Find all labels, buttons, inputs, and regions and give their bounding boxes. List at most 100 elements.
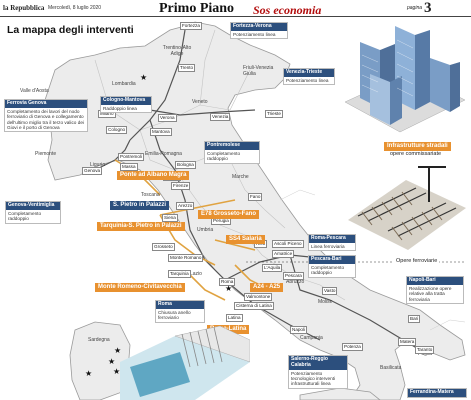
region-trentino: Trentino-Alto Adige <box>162 45 192 57</box>
box-title: Venezia-Trieste <box>284 69 334 77</box>
box-body: Chiusura anello ferroviario <box>158 309 191 321</box>
box-body: Completamento raddoppio <box>207 150 241 162</box>
box-title: Roma-Pescara <box>309 235 355 243</box>
box-roma-pescara: Roma-Pescara Linea ferroviaria <box>308 234 356 252</box>
railway-illustration <box>348 166 466 250</box>
star-icon: ★ <box>108 357 116 366</box>
box-title: Fortezza-Verona <box>231 23 287 31</box>
city-amatrice: Amatrice <box>272 250 295 258</box>
route-tarquinia-sp: Tarquinia-S. Pietro in Palazzi <box>97 222 185 231</box>
region-umbria: Umbria <box>197 227 214 233</box>
city-pescara: Pescara <box>283 272 304 280</box>
city-pontremoli: Pontremoli <box>118 153 144 161</box>
box-salerno-reggio: Salerno-Reggio Calabria Potenziamento te… <box>288 355 348 389</box>
box-body: Linea ferroviaria <box>311 243 345 249</box>
region-veneto: Veneto <box>192 99 208 105</box>
brand-logo: la Repubblica <box>3 4 45 12</box>
route-s-pietro: S. Pietro in Palazzi <box>110 201 170 210</box>
region-marche: Marche <box>232 174 249 180</box>
region-puglia: Puglia <box>418 351 432 357</box>
subsection-title: Sos economia <box>253 3 322 17</box>
city-taranto: Taranto <box>415 346 435 354</box>
box-ferrovia-genova: Ferrovia Genova Completamento dei lavori… <box>4 99 88 133</box>
route-roma-latina: Roma-Latina <box>207 325 250 334</box>
box-roma: Roma Chiusura anello ferroviario <box>155 300 205 323</box>
city-arezzo: Arezzo <box>176 202 195 210</box>
city-matera: Matera <box>398 338 417 346</box>
box-ferrandina: Ferrandina-Matera <box>407 388 467 398</box>
city-verona: Verona <box>158 114 177 122</box>
city-cisterna: Cisterna di Latina <box>234 302 274 310</box>
box-title: Roma <box>156 301 204 309</box>
coast-detail <box>279 189 466 331</box>
legend-opere-ferroviarie: Opere ferroviarie <box>394 258 440 265</box>
box-venezia-trieste: Venezia-Trieste Potenziamento linea <box>283 68 335 86</box>
star-icon: ★ <box>113 367 121 376</box>
city-fano: Fano <box>248 193 263 201</box>
box-title: Salerno-Reggio Calabria <box>289 356 347 370</box>
city-tarquinia: Tarquinia <box>168 270 191 278</box>
box-title: Genova-Ventimiglia <box>6 202 60 210</box>
city-genova: Genova <box>82 167 103 175</box>
box-title: Ferrandina-Matera <box>408 389 466 397</box>
section-title: Primo Piano <box>159 1 235 16</box>
city-fortezza: Fortezza <box>180 22 202 30</box>
region-lazio: Lazio <box>190 271 202 277</box>
city-firenze: Firenze <box>171 182 191 190</box>
box-title: Napoli-Bari <box>407 277 463 285</box>
region-campania: Campania <box>300 335 323 341</box>
region-emilia: Emilia-Romagna <box>145 151 182 157</box>
route-ponte-albano: Ponte ad Albano Magra <box>117 171 190 180</box>
sicilia-shape <box>299 387 381 400</box>
region-molise: Molise <box>318 299 333 305</box>
box-body: Completamento dei lavori del nodo ferrov… <box>7 108 84 130</box>
city-laquila: L'Aquila <box>262 264 283 272</box>
city-vasto: Vasto <box>322 287 338 295</box>
city-napoli: Napoli <box>290 326 308 334</box>
city-trento: Trento <box>178 64 196 72</box>
route-ss4: SS4 Salaria <box>226 235 265 244</box>
box-title: Pontremolese <box>205 142 259 150</box>
box-napoli-bari: Napoli-Bari Realizzazione opere relative… <box>406 276 464 304</box>
masthead-date: Mercoledì, 8 luglio 2020 <box>48 5 102 11</box>
box-body: Potenziamento linea <box>233 31 276 37</box>
page-number: 3 <box>424 0 432 16</box>
city-venezia: Venezia <box>210 113 231 121</box>
route-a24: A24 - A25 <box>250 283 284 292</box>
city-massa: Massa <box>120 163 138 171</box>
region-valle: Valle d'Aosta <box>20 88 49 94</box>
star-icon: ★ <box>225 284 233 293</box>
box-body: Potenziamento linea <box>286 77 329 83</box>
box-genova-ventimiglia: Genova-Ventimiglia Completamento raddopp… <box>5 201 61 224</box>
route-monte-civita: Monte Romeno-Civitavecchia <box>95 283 185 292</box>
buildings-illustration <box>344 26 466 133</box>
city-mantova: Mantova <box>150 128 172 136</box>
page-word: pagina <box>407 5 423 11</box>
route-e78: E78 Grosseto-Fano <box>198 210 260 219</box>
masthead: la Repubblica Mercoledì, 8 luglio 2020 P… <box>0 0 471 17</box>
city-ascoli: Ascoli Piceno <box>272 240 304 248</box>
region-basilicata: Basilicata <box>380 365 402 371</box>
star-icon: ★ <box>114 346 122 355</box>
city-monteromano: Monte Romano <box>168 254 204 262</box>
region-sardegna: Sardegna <box>88 337 110 343</box>
box-body: Realizzazione opere relative alla tratta… <box>409 285 452 302</box>
city-potenza: Potenza <box>342 343 363 351</box>
legend-opere-commissariate: opere commissariate <box>390 151 442 157</box>
city-siena: Siena <box>162 214 178 222</box>
region-lombardia: Lombardia <box>112 81 136 87</box>
map-title: La mappa degli interventi <box>7 24 134 36</box>
box-body: Completamento raddoppio <box>311 264 345 276</box>
box-pontremolese: Pontremolese Completamento raddoppio <box>204 141 260 164</box>
region-piemonte: Piemonte <box>35 151 57 157</box>
city-grosseto: Grosseto <box>152 243 175 251</box>
box-body: Completamento raddoppio <box>8 210 42 222</box>
box-title: Pescara-Bari <box>309 256 355 264</box>
box-title: Ferrovia Genova <box>5 100 87 108</box>
region-toscana: Toscana <box>141 192 160 198</box>
city-roma: Roma <box>219 278 236 286</box>
region-friuli: Friuli-Venezia Giulia <box>243 65 274 77</box>
city-bari: Bari <box>408 315 421 323</box>
box-pescara-bari: Pescara-Bari Completamento raddoppio <box>308 255 356 278</box>
box-fortezza-verona: Fortezza-Verona Potenziamento linea <box>230 22 288 40</box>
